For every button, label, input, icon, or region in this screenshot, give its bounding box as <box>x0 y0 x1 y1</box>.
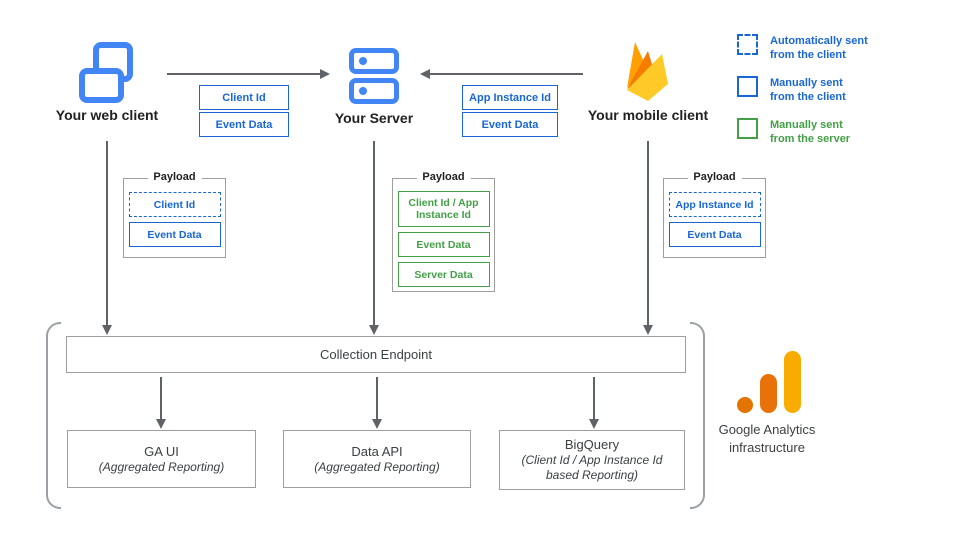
arrow-mobile-down-head <box>642 325 653 335</box>
arrow-server-down-line <box>373 141 375 325</box>
legend-manual-server-line1: Manually sent <box>770 119 843 131</box>
payload-mobile-event-data: Event Data <box>668 222 761 247</box>
ga-logo-tall-bar <box>784 351 801 413</box>
legend-manual-server: Manually sent from the server <box>770 118 960 146</box>
legend-manual-client-line1: Manually sent <box>770 77 843 89</box>
server-rack-top <box>349 48 399 74</box>
google-analytics-icon <box>737 351 802 413</box>
payload-web-client-id: Client Id <box>128 192 221 217</box>
payload-web-event-data: Event Data <box>128 222 221 247</box>
tag-event-data-web: Event Data <box>199 112 289 137</box>
server-led-top <box>359 57 367 65</box>
bigquery-subtitle: (Client Id / App Instance Id based Repor… <box>521 453 663 482</box>
collection-endpoint-label: Collection Endpoint <box>319 346 433 362</box>
bigquery-box: BigQuery (Client Id / App Instance Id ba… <box>499 430 685 490</box>
payload-mobile-title: Payload <box>687 171 742 183</box>
ga-ui-subtitle: (Aggregated Reporting) <box>98 459 225 474</box>
ga-logo-dot <box>737 397 753 413</box>
legend-auto-client-line2: from the client <box>770 49 846 61</box>
arrow-mobile-down-line <box>647 141 649 325</box>
legend-auto-client-line1: Automatically sent <box>770 35 868 47</box>
ga-ui-title: GA UI <box>144 443 179 459</box>
data-api-title: Data API <box>351 443 403 459</box>
arrow-web-to-server-head <box>320 68 330 79</box>
arrow-endpoint-gaui-line <box>160 377 162 419</box>
arrow-mobile-to-server-line <box>430 73 583 75</box>
infrastructure-bracket-left <box>46 322 61 509</box>
legend-swatch-auto-client <box>737 34 758 55</box>
legend-auto-client: Automatically sent from the client <box>770 34 960 62</box>
arrow-mobile-to-server-head <box>420 68 430 79</box>
arrow-endpoint-gaui-head <box>155 419 166 429</box>
payload-server: Payload Client Id / App Instance Id Even… <box>392 171 495 292</box>
arrow-web-down-line <box>106 141 108 325</box>
tag-client-id: Client Id <box>199 85 289 110</box>
mobile-client-label: Your mobile client <box>587 107 709 123</box>
ga-ui-box: GA UI (Aggregated Reporting) <box>67 430 256 488</box>
legend-manual-client: Manually sent from the client <box>770 76 960 104</box>
infrastructure-label-line1: Google Analytics <box>718 422 816 437</box>
data-api-subtitle: (Aggregated Reporting) <box>314 459 440 474</box>
tag-event-data-mobile: Event Data <box>462 112 558 137</box>
web-client-label: Your web client <box>55 107 159 123</box>
payload-server-title: Payload <box>416 171 471 183</box>
infrastructure-label: Google Analytics infrastructure <box>687 421 847 457</box>
payload-mobile: Payload App Instance Id Event Data <box>663 171 766 258</box>
payload-mobile-app-instance-id: App Instance Id <box>668 192 761 217</box>
infrastructure-bracket-right <box>690 322 705 509</box>
payload-server-ids: Client Id / App Instance Id <box>397 191 490 227</box>
arrow-endpoint-dataapi-line <box>376 377 378 419</box>
server-label: Your Server <box>334 110 414 126</box>
bigquery-title: BigQuery <box>564 437 620 452</box>
arrow-web-to-server-line <box>167 73 320 75</box>
server-led-bottom <box>359 87 367 95</box>
tag-app-instance-id: App Instance Id <box>462 85 558 110</box>
legend-manual-client-line2: from the client <box>770 91 846 103</box>
payload-server-server-data: Server Data <box>397 262 490 287</box>
server-icon <box>349 48 399 104</box>
browser-window-front <box>79 68 124 103</box>
arrow-web-down-head <box>101 325 112 335</box>
collection-endpoint-box: Collection Endpoint <box>66 336 686 373</box>
arrow-endpoint-dataapi-head <box>371 419 382 429</box>
payload-web-title: Payload <box>147 171 202 183</box>
server-rack-bottom <box>349 78 399 104</box>
ga-logo-mid-bar <box>760 374 777 413</box>
legend-swatch-manual-client <box>737 76 758 97</box>
data-api-box: Data API (Aggregated Reporting) <box>283 430 471 488</box>
arrow-server-down-head <box>368 325 379 335</box>
payload-web: Payload Client Id Event Data <box>123 171 226 258</box>
legend-manual-server-line2: from the server <box>770 133 851 145</box>
arrow-endpoint-bigquery-head <box>588 419 599 429</box>
firebase-icon <box>627 42 668 101</box>
infrastructure-label-line2: infrastructure <box>729 440 805 455</box>
payload-server-event-data: Event Data <box>397 232 490 257</box>
legend-swatch-manual-server <box>737 118 758 139</box>
web-client-icon <box>79 42 135 104</box>
arrow-endpoint-bigquery-line <box>593 377 595 419</box>
